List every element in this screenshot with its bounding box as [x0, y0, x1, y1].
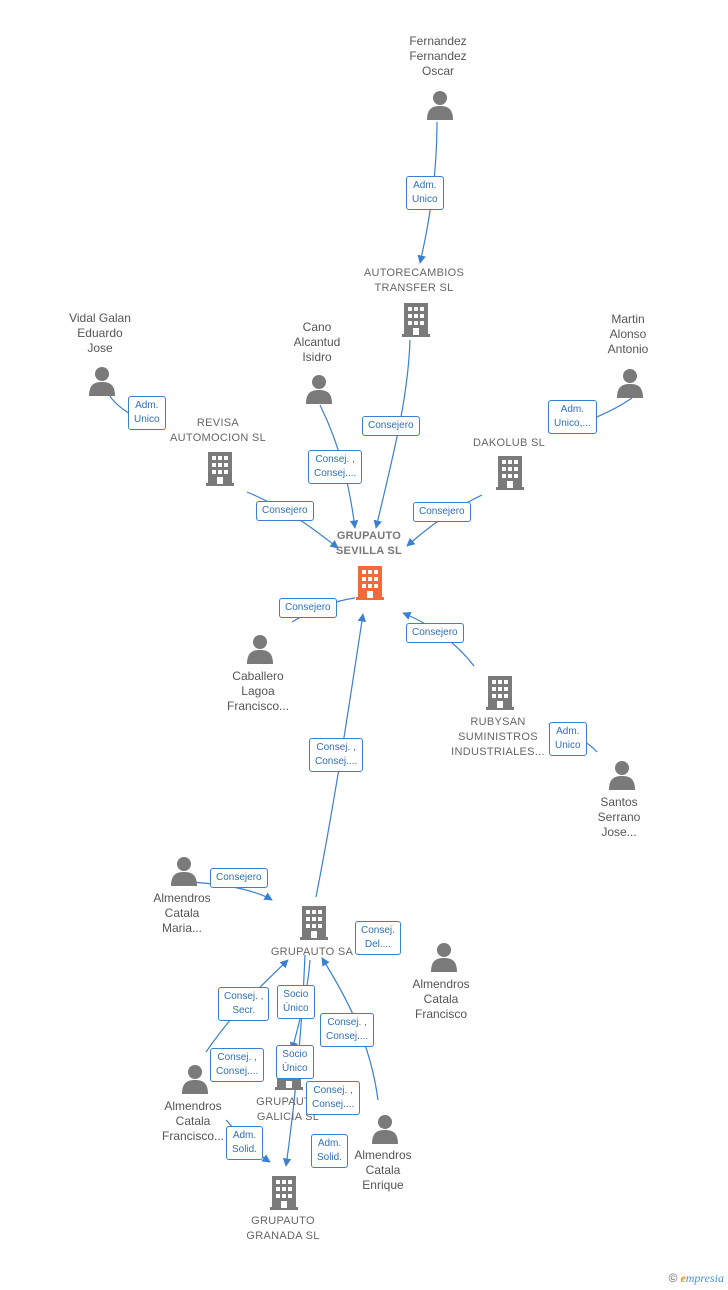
node-label-dakolub[interactable]: DAKOLUB SL — [472, 437, 546, 449]
person-icon — [246, 634, 274, 664]
node-label-almendros-francisco[interactable]: Almendros Catala Francisco — [412, 977, 470, 1021]
edge-label-consej-consej[interactable]: Consej. , Consej.... — [210, 1048, 265, 1082]
node-label-martin-alonso[interactable]: Martin Alonso Antonio — [607, 312, 649, 356]
node-label-vidal-galan[interactable]: Vidal Galan Eduardo Jose — [69, 311, 131, 355]
node-label-autorecambios-transfer[interactable]: AUTORECAMBIOS TRANSFER SL — [363, 267, 465, 294]
building-icon — [206, 452, 234, 486]
node-label-fernandez-fernandez-oscar[interactable]: Fernandez Fernandez Oscar — [409, 34, 467, 78]
empresia-logo: ©empresia — [669, 1271, 724, 1286]
building-icon — [356, 566, 384, 600]
building-icon — [300, 906, 328, 940]
edge-label-consejero[interactable]: Consejero — [362, 416, 420, 436]
edge-label-consejero[interactable]: Consejero — [406, 623, 464, 643]
edge-label-consej-consej[interactable]: Consej. , Consej.... — [308, 450, 363, 484]
copyright-symbol: © — [668, 1271, 678, 1285]
edge-label-consej-secr[interactable]: Consej. , Secr. — [218, 987, 270, 1021]
edge-label-adm-unico[interactable]: Adm. Unico,... — [548, 400, 597, 434]
edge-label-consejero[interactable]: Consejero — [279, 598, 337, 618]
node-label-revisa-automocion[interactable]: REVISA AUTOMOCION SL — [170, 417, 266, 444]
edge-label-consej-del[interactable]: Consej. Del.... — [355, 921, 401, 955]
person-icon — [88, 366, 116, 396]
edge-label-adm-unico[interactable]: Adm. Unico — [406, 176, 444, 210]
person-icon — [426, 90, 454, 120]
person-icon — [608, 760, 636, 790]
edge-label-adm-unico[interactable]: Adm. Unico — [549, 722, 587, 756]
node-label-grupauto-sevilla[interactable]: GRUPAUTO SEVILLA SL — [335, 530, 403, 557]
node-label-almendros-francisco-2[interactable]: Almendros Catala Francisco... — [161, 1099, 225, 1143]
node-label-almendros-enrique[interactable]: Almendros Catala Enrique — [354, 1148, 412, 1192]
node-label-grupauto-granada[interactable]: GRUPAUTO GRANADA SL — [246, 1215, 320, 1242]
edge-label-consejero[interactable]: Consejero — [256, 501, 314, 521]
edge-label-consej-consej[interactable]: Consej. , Consej.... — [320, 1013, 375, 1047]
node-label-rubysan[interactable]: RUBYSAN SUMINISTROS INDUSTRIALES... — [451, 716, 545, 758]
brand-name: mpresia — [685, 1271, 724, 1285]
edge-label-consejero[interactable]: Consejero — [413, 502, 471, 522]
node-label-santos-serrano[interactable]: Santos Serrano Jose... — [597, 795, 641, 839]
edge-label-socio-unico[interactable]: Socio Único — [277, 985, 315, 1019]
edge-label-consejero[interactable]: Consejero — [210, 868, 268, 888]
edge-label-consej-consej[interactable]: Consej. , Consej.... — [306, 1081, 361, 1115]
edge-label-adm-unico[interactable]: Adm. Unico — [128, 396, 166, 430]
building-icon — [496, 456, 524, 490]
person-icon — [170, 856, 198, 886]
person-icon — [616, 368, 644, 398]
person-icon — [430, 942, 458, 972]
building-icon — [402, 303, 430, 337]
node-label-caballero-lagoa[interactable]: Caballero Lagoa Francisco... — [226, 669, 290, 713]
person-icon — [181, 1064, 209, 1094]
building-icon — [270, 1176, 298, 1210]
node-label-almendros-maria[interactable]: Almendros Catala Maria... — [153, 891, 211, 935]
node-label-grupauto-sa[interactable]: GRUPAUTO SA — [270, 946, 354, 958]
brand-initial: e — [680, 1271, 686, 1285]
person-icon — [305, 374, 333, 404]
building-icon — [486, 676, 514, 710]
node-label-cano-alcantud[interactable]: Cano Alcantud Isidro — [293, 320, 341, 364]
edge-label-adm-solid[interactable]: Adm. Solid. — [311, 1134, 349, 1168]
edge-line — [189, 881, 273, 901]
edge-label-consej-consej[interactable]: Consej. , Consej.... — [309, 738, 364, 772]
person-icon — [371, 1114, 399, 1144]
edge-label-socio-unico[interactable]: Socio Único — [276, 1045, 314, 1079]
edge-label-adm-solid[interactable]: Adm. Solid. — [226, 1126, 264, 1160]
